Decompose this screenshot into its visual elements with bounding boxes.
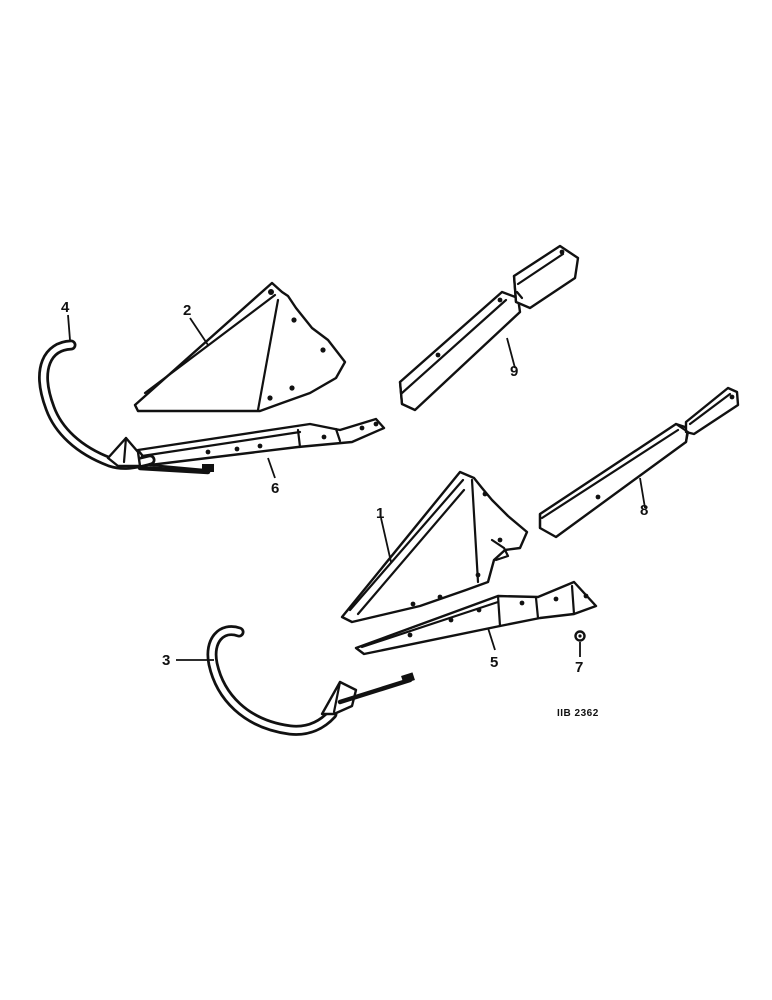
reference-code: IIB 2362: [557, 708, 599, 719]
part-3-curved-tine: [206, 625, 415, 736]
callout-6: 6: [271, 480, 279, 497]
callout-2: 2: [183, 302, 191, 319]
part-1-divider-panel: [340, 470, 529, 624]
callout-5: 5: [490, 654, 498, 671]
callout-3: 3: [162, 652, 170, 669]
part-8-channel: [538, 386, 740, 539]
part-4-curved-tine: [38, 339, 214, 475]
leader-lines: [67, 314, 646, 661]
callouts: 1 2 3 4 5 6 7 8 9: [61, 299, 648, 676]
callout-1: 1: [376, 505, 384, 522]
callout-4: 4: [61, 299, 70, 316]
part-7-nut: [574, 630, 586, 642]
part-6-shoe-bar: [136, 417, 386, 472]
callout-9: 9: [510, 363, 518, 380]
part-5-shoe-bar: [354, 580, 598, 656]
callout-7: 7: [575, 659, 583, 676]
part-9-channel: [398, 244, 580, 412]
part-2-divider-panel: [133, 281, 347, 413]
callout-8: 8: [640, 502, 648, 519]
